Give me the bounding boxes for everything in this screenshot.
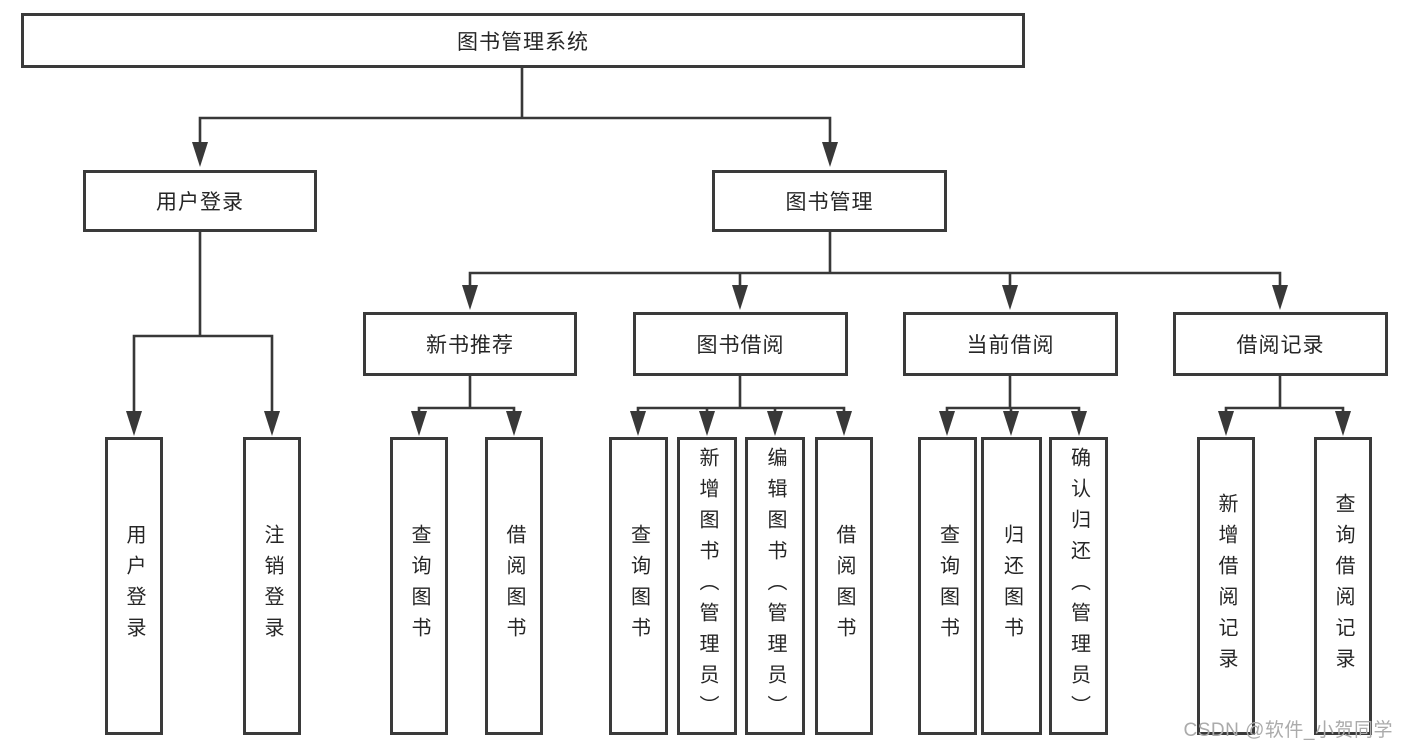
node-label: 确认归还（管理员） (1067, 446, 1090, 726)
node-label: 借阅记录 (1236, 334, 1325, 357)
node-label: 新增借阅记录 (1215, 493, 1237, 679)
node-label: 用户登录 (156, 191, 244, 214)
node-label: 当前借阅 (966, 334, 1055, 357)
leaf-add-borrow-record: 新增借阅记录 (1197, 437, 1255, 735)
node-book-management-branch: 图书管理 (712, 170, 947, 232)
leaf-query-books-3: 查询图书 (918, 437, 977, 735)
node-label: 图书管理系统 (457, 30, 589, 54)
leaf-user-login: 用户登录 (105, 437, 163, 735)
node-label: 查询图书 (627, 524, 650, 648)
node-library-management-system: 图书管理系统 (21, 13, 1025, 68)
leaf-query-books-1: 查询图书 (390, 437, 448, 735)
leaf-return-books: 归还图书 (981, 437, 1042, 735)
leaf-add-books-admin: 新增图书（管理员） (677, 437, 737, 735)
node-label: 查询借阅记录 (1332, 493, 1354, 679)
leaf-borrow-books-2: 借阅图书 (815, 437, 873, 735)
node-book-borrowing: 图书借阅 (633, 312, 848, 376)
leaf-logout: 注销登录 (243, 437, 301, 735)
node-label: 查询图书 (936, 524, 959, 648)
node-label: 归还图书 (1000, 524, 1023, 648)
node-label: 注销登录 (261, 524, 283, 648)
node-label: 图书管理 (785, 191, 874, 214)
node-borrowing-records: 借阅记录 (1173, 312, 1388, 376)
node-label: 借阅图书 (833, 524, 855, 648)
leaf-borrow-books-1: 借阅图书 (485, 437, 543, 735)
node-current-borrowing: 当前借阅 (903, 312, 1118, 376)
leaf-confirm-return-admin: 确认归还（管理员） (1049, 437, 1108, 735)
leaf-edit-books-admin: 编辑图书（管理员） (745, 437, 805, 735)
node-label: 新增图书（管理员） (696, 446, 718, 726)
node-label: 图书借阅 (696, 334, 785, 357)
leaf-query-books-2: 查询图书 (609, 437, 668, 735)
node-user-login-branch: 用户登录 (83, 170, 317, 232)
leaf-query-borrow-record: 查询借阅记录 (1314, 437, 1372, 735)
node-new-book-recommendation: 新书推荐 (363, 312, 577, 376)
node-label: 查询图书 (408, 524, 430, 648)
node-label: 用户登录 (123, 524, 145, 648)
node-label: 新书推荐 (426, 334, 514, 357)
node-label: 编辑图书（管理员） (764, 446, 786, 726)
node-label: 借阅图书 (503, 524, 525, 648)
arrowhead-icons (126, 142, 1351, 436)
watermark: CSDN @软件_小贺同学 (1183, 720, 1393, 741)
